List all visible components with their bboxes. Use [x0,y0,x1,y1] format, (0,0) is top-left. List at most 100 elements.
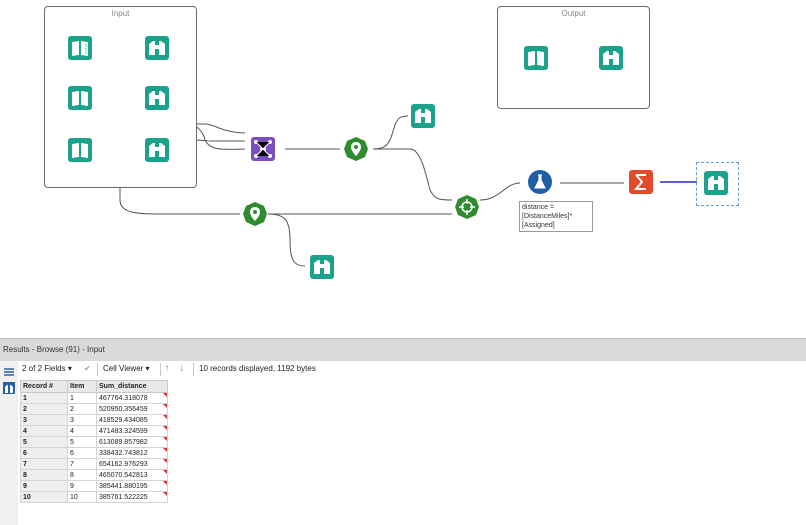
column-header-record[interactable]: Record # [20,380,68,393]
sigma-icon [629,170,653,194]
item-cell[interactable]: 10 [67,491,97,503]
annotation-line-3: [Assigned] [522,222,555,229]
join-multiple-tool[interactable] [251,137,275,161]
results-header: Results - Browse (91) - Input [0,338,806,361]
create-points-tool-1[interactable] [344,137,368,161]
record-number-cell[interactable]: 7 [20,458,68,470]
cell-viewer-dropdown[interactable]: Cell Viewer ▾ [103,364,150,373]
browse-tool-3[interactable] [145,138,169,162]
check-icon[interactable]: ✔ [84,364,91,373]
fields-dropdown-label: 2 of 2 Fields [22,364,66,373]
sum-distance-cell[interactable]: 613089.857982 [96,436,168,448]
sum-distance-cell[interactable]: 418529.434085 [96,414,168,426]
binoculars-icon [599,46,623,70]
binoculars-icon [704,171,728,195]
record-number-cell[interactable]: 10 [20,491,68,503]
input-container[interactable]: Input [44,6,197,188]
output-container[interactable]: Output [497,6,650,109]
annotation-line-1: distance = [522,204,555,211]
binoculars-icon[interactable] [3,382,15,394]
arrow-up-icon[interactable]: ⭡ [165,364,169,373]
item-cell[interactable]: 9 [67,480,97,492]
record-number-cell[interactable]: 8 [20,469,68,481]
workflow-canvas[interactable]: Input Output [0,0,806,338]
sum-distance-cell[interactable]: 465070.542813 [96,469,168,481]
binoculars-icon [310,255,334,279]
record-number-cell[interactable]: 6 [20,447,68,459]
record-number-cell[interactable]: 5 [20,436,68,448]
input-data-tool-1[interactable] [68,36,92,60]
record-number-cell[interactable]: 9 [20,480,68,492]
browse-tool-4[interactable] [411,104,435,128]
sum-distance-cell[interactable]: 520950.356459 [96,403,168,415]
results-status: 10 records displayed, 1192 bytes [199,364,316,373]
item-cell[interactable]: 7 [67,458,97,470]
sum-distance-cell[interactable]: 471483.324599 [96,425,168,437]
join-icon [251,137,275,161]
results-title: Results - Browse (91) - Input [3,345,105,354]
list-view-icon[interactable] [4,365,14,376]
item-cell[interactable]: 1 [67,392,97,404]
arrow-down-icon[interactable]: ⭣ [180,364,184,373]
formula-tool[interactable] [528,170,552,194]
book-icon [68,86,92,110]
item-cell[interactable]: 3 [67,414,97,426]
results-toolbar: 2 of 2 Fields ▾ ✔ Cell Viewer ▾ ⭡ ⭣ 10 r… [0,361,806,379]
toolbar-separator [97,363,98,376]
record-number-cell[interactable]: 1 [20,392,68,404]
table-header-row: Record # Item Sum_distance [20,380,168,393]
browse-tool-5[interactable] [310,255,334,279]
input-data-tool-3[interactable] [68,138,92,162]
sum-distance-cell[interactable]: 654162.976293 [96,458,168,470]
binoculars-icon [145,138,169,162]
column-header-sum-distance[interactable]: Sum_distance [96,380,168,393]
binoculars-icon [145,86,169,110]
record-number-cell[interactable]: 3 [20,414,68,426]
browse-tool-2[interactable] [145,86,169,110]
item-cell[interactable]: 2 [67,403,97,415]
item-cell[interactable]: 8 [67,469,97,481]
sum-distance-cell[interactable]: 338432.743812 [96,447,168,459]
column-header-item[interactable]: Item [67,380,97,393]
create-points-tool-2[interactable] [243,202,267,226]
browse-tool-selected[interactable] [704,171,728,195]
flask-icon [528,170,552,194]
output-input-data-tool[interactable] [524,46,548,70]
sum-distance-cell[interactable]: 467764.318078 [96,392,168,404]
find-nearest-tool[interactable] [455,195,479,219]
summarize-tool[interactable] [629,170,653,194]
map-pin-icon [344,137,368,161]
selected-tool-highlight [696,162,739,206]
sum-distance-cell[interactable]: 385441.880195 [96,480,168,492]
book-icon [68,138,92,162]
item-cell[interactable]: 5 [67,436,97,448]
output-browse-tool[interactable] [599,46,623,70]
item-cell[interactable]: 6 [67,447,97,459]
sum-distance-cell[interactable]: 385761.522225 [96,491,168,503]
item-cell[interactable]: 4 [67,425,97,437]
input-data-tool-2[interactable] [68,86,92,110]
cell-viewer-label: Cell Viewer [103,364,144,373]
formula-annotation: distance = [DistanceMiles]* [Assigned] [519,201,593,232]
record-number-cell[interactable]: 2 [20,403,68,415]
binoculars-icon [145,36,169,60]
chevron-down-icon: ▾ [145,364,150,373]
chevron-down-icon: ▾ [67,364,72,373]
browse-tool-1[interactable] [145,36,169,60]
results-pane: Results - Browse (91) - Input 2 of 2 Fie… [0,338,806,525]
fields-dropdown[interactable]: 2 of 2 Fields ▾ [22,364,72,373]
map-pin-icon [243,202,267,226]
book-icon [524,46,548,70]
record-number-cell[interactable]: 4 [20,425,68,437]
